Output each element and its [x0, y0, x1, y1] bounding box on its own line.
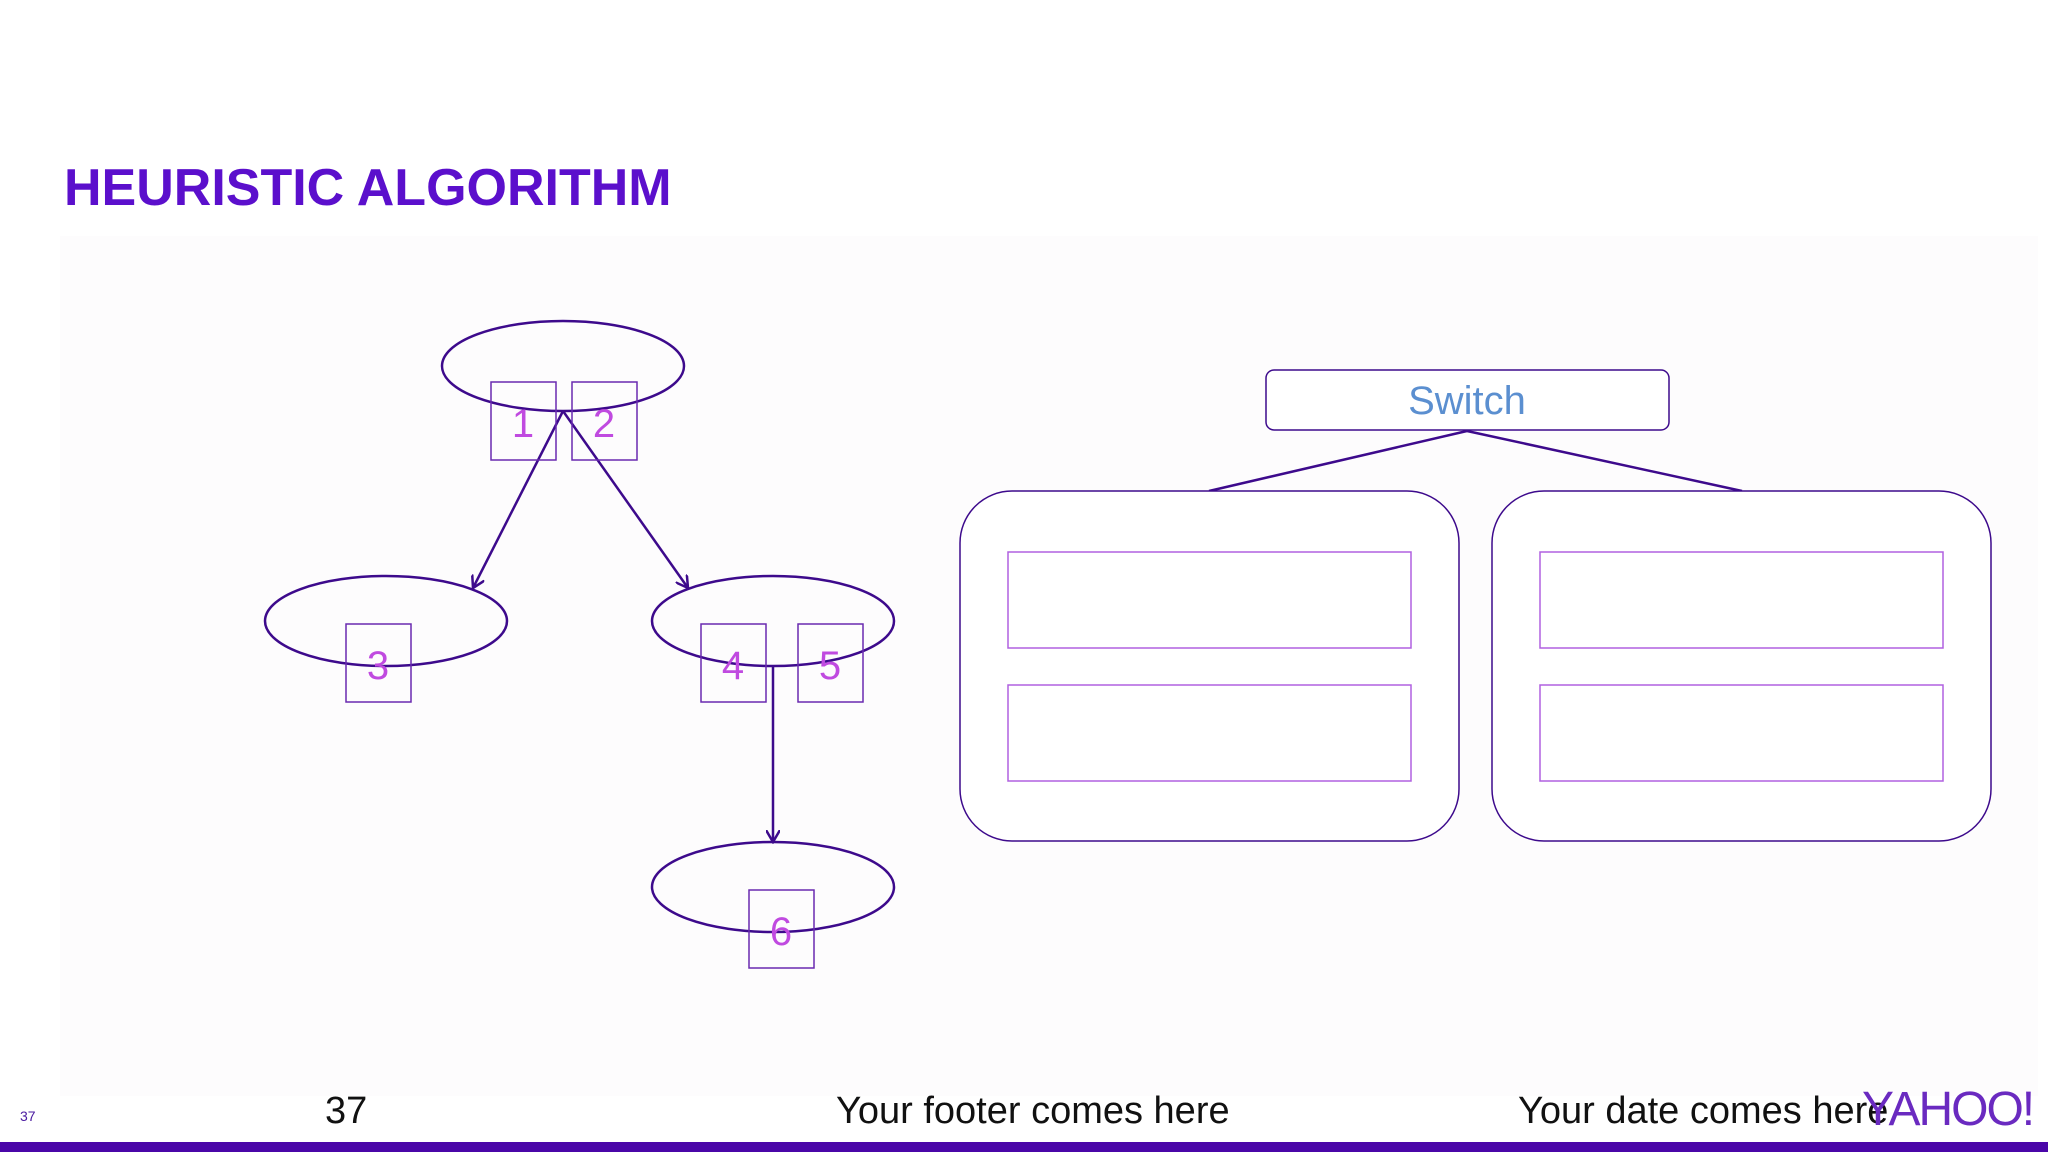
- node-label-6: 6: [770, 910, 792, 954]
- label-box-1: [490, 381, 557, 461]
- edge-root-to-right: [561, 410, 688, 588]
- tree-edges: [473, 410, 773, 842]
- server-left-slot-bottom: [1007, 684, 1412, 782]
- node-label-5: 5: [819, 644, 841, 688]
- node-label-3: 3: [367, 644, 389, 688]
- switch-link-left: [1208, 429, 1468, 493]
- switch-label: Switch: [1408, 379, 1526, 423]
- server-left-slot-top: [1007, 551, 1412, 649]
- label-box-5: [797, 623, 864, 703]
- server-right: [1491, 490, 1992, 842]
- label-box-3: [345, 623, 412, 703]
- footer-text: Your footer comes here: [836, 1090, 1230, 1132]
- slide-number-small: 37: [20, 1108, 36, 1124]
- node-label-2: 2: [593, 402, 615, 446]
- node-label-1: 1: [512, 402, 534, 446]
- tree-node-bottom: [650, 840, 896, 934]
- tree-node-left: [263, 574, 509, 668]
- slide-title: HEURISTIC ALGORITHM: [64, 159, 672, 217]
- footer-date: Your date comes here: [1518, 1090, 1889, 1132]
- server-left: [959, 490, 1460, 842]
- label-box-6: [748, 889, 815, 969]
- footer-page-number: 37: [325, 1090, 368, 1132]
- edge-root-to-left: [473, 410, 565, 588]
- label-box-4: [700, 623, 767, 703]
- bottom-bar: [0, 1142, 2048, 1152]
- switch-link-right: [1466, 429, 1743, 493]
- server-right-slot-top: [1539, 551, 1944, 649]
- tree-node-root: [440, 319, 686, 413]
- label-box-2: [571, 381, 638, 461]
- tree-node-right: [650, 574, 896, 668]
- yahoo-logo: YAHOO!: [1862, 1083, 2035, 1136]
- server-right-slot-bottom: [1539, 684, 1944, 782]
- node-label-4: 4: [722, 644, 744, 688]
